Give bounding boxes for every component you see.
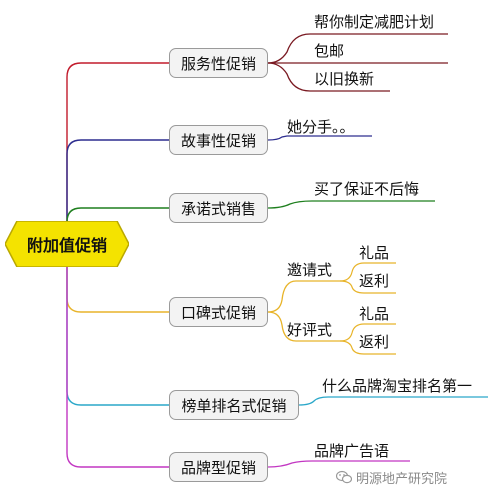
leaf-connector [267, 200, 435, 209]
branch-story[interactable]: 故事性促销 [169, 125, 268, 155]
branch-brand[interactable]: 品牌型促销 [169, 452, 268, 482]
leaf-connector [339, 280, 396, 294]
leaf-invite-rebate[interactable]: 返利 [359, 272, 390, 290]
leaf-connector [267, 62, 390, 92]
group-invite[interactable]: 邀请式 [287, 261, 333, 279]
leaf-connector [267, 460, 410, 468]
leaf-breakup-story[interactable]: 她分手。。 [287, 118, 355, 136]
branch-ranking[interactable]: 榜单排名式促销 [169, 390, 299, 420]
leaf-connector [339, 262, 396, 282]
leaf-no-regret[interactable]: 买了保证不后悔 [314, 180, 420, 198]
leaf-connector [339, 323, 396, 342]
leaf-trade-in[interactable]: 以旧换新 [314, 70, 375, 88]
branch-connector [66, 62, 169, 221]
leaf-free-shipping[interactable]: 包邮 [314, 42, 345, 60]
root-node[interactable]: 附加值促销 [26, 236, 107, 255]
wechat-icon [336, 470, 352, 484]
leaf-diet-plan[interactable]: 帮你制定减肥计划 [314, 13, 435, 31]
leaf-brand-slogan[interactable]: 品牌广告语 [314, 442, 390, 460]
branch-connector [66, 267, 169, 406]
branch-connector [66, 139, 169, 221]
branch-service[interactable]: 服务性促销 [169, 48, 268, 78]
branch-connector [66, 267, 169, 468]
watermark: 明源地产研究院 [356, 472, 448, 487]
branch-word-of-mouth[interactable]: 口碑式促销 [169, 297, 268, 327]
leaf-connector [298, 396, 488, 406]
leaf-review-gift[interactable]: 礼品 [359, 305, 390, 323]
leaf-connector [339, 340, 396, 355]
leaf-connector [267, 135, 372, 141]
leaf-invite-gift[interactable]: 礼品 [359, 244, 390, 262]
group-connector [267, 311, 340, 342]
branch-connector [66, 267, 169, 313]
branch-connector [66, 207, 169, 223]
group-good-review[interactable]: 好评式 [287, 321, 333, 339]
branch-promise[interactable]: 承诺式销售 [169, 193, 268, 223]
group-connector [267, 280, 340, 313]
leaf-taobao-rank[interactable]: 什么品牌淘宝排名第一 [322, 377, 473, 395]
root-node-shape [5, 221, 129, 267]
leaf-review-rebate[interactable]: 返利 [359, 333, 390, 351]
leaf-connector [267, 33, 448, 64]
